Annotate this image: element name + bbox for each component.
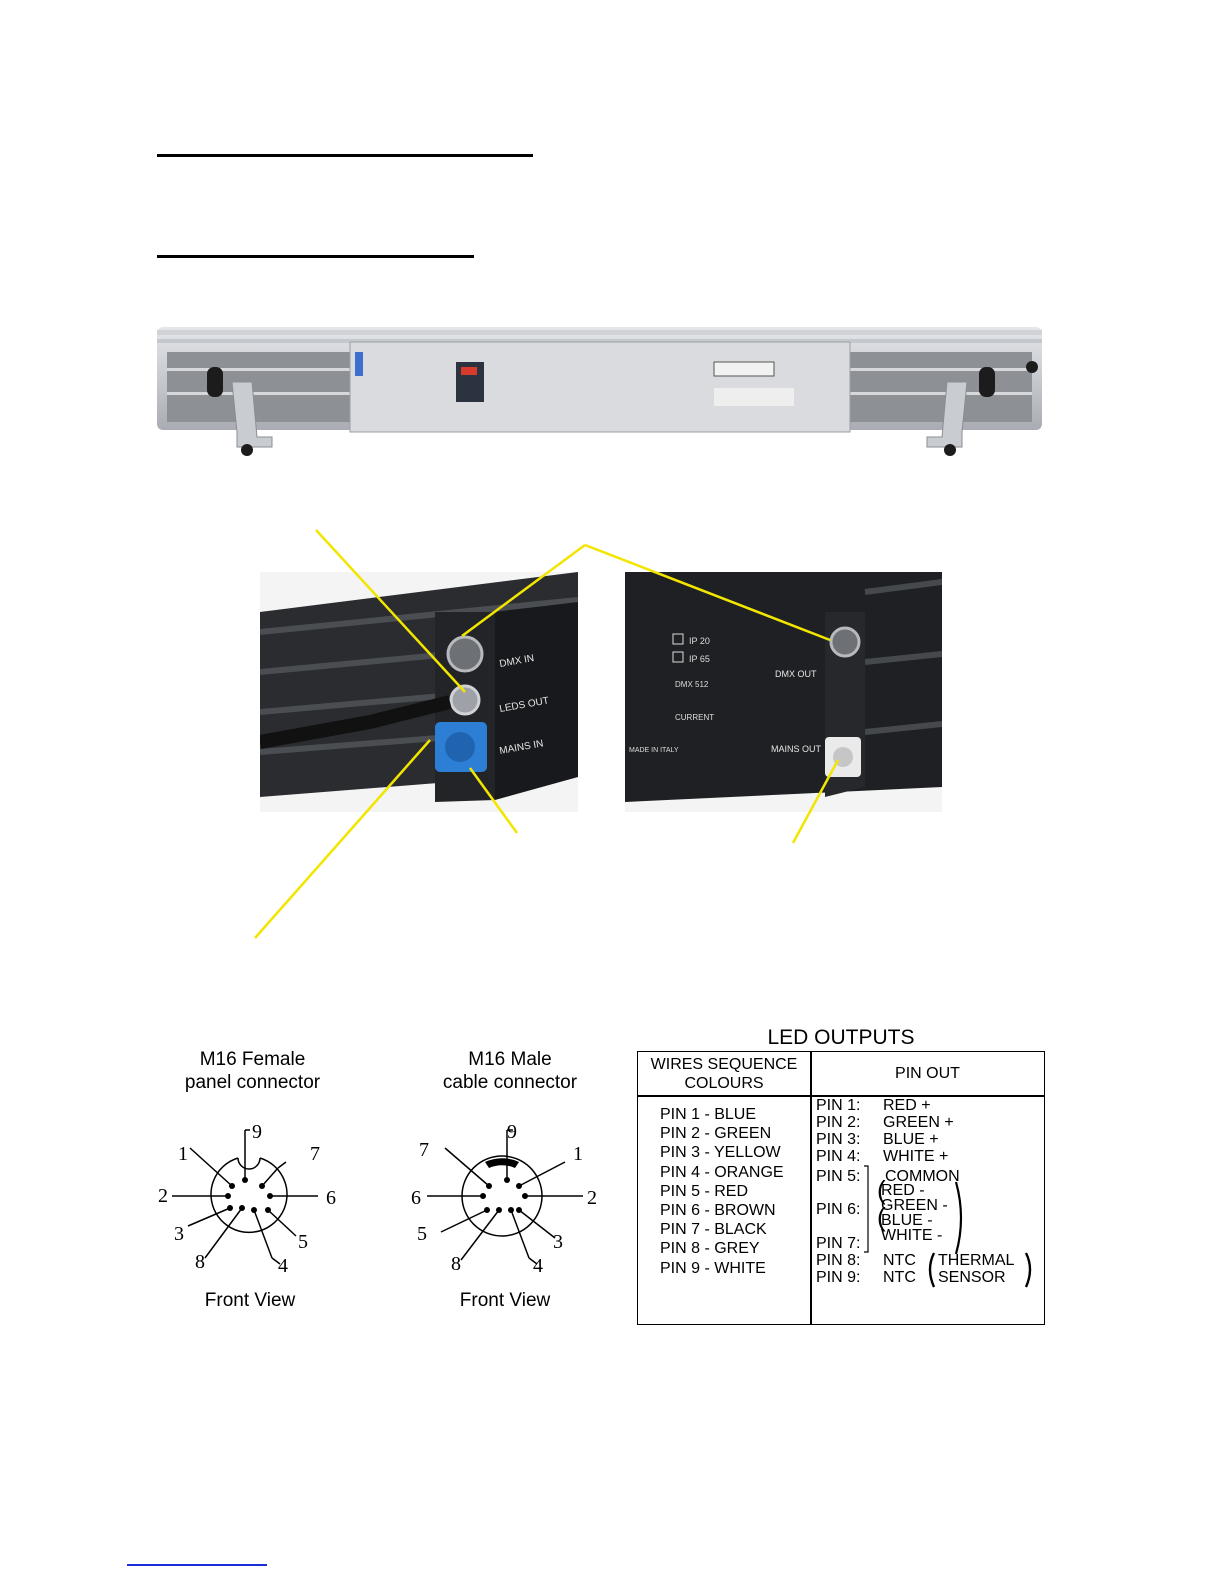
pinout-green-minus: GREEN - [881,1197,948,1214]
female-pin-2: 2 [158,1185,168,1207]
pinout-pin1-value: RED + [883,1097,931,1114]
pinout-pin2-value: GREEN + [883,1114,954,1131]
fixture-rear-photo [157,322,1042,460]
female-pin-7: 7 [310,1143,320,1165]
label-dmx-out: DMX OUT [775,669,817,679]
female-front-view: Front View [204,1290,296,1311]
male-pin-4: 4 [533,1255,543,1277]
header-pin-out: PIN OUT [895,1065,960,1082]
male-pin-1: 1 [573,1143,583,1165]
male-connector-title: M16 Male cable connector [442,1049,578,1093]
female-connector-title: M16 Female panel connector [184,1049,321,1093]
wire-pin-7: PIN 7 - BLACK [660,1221,767,1239]
female-pin-8: 8 [195,1251,205,1273]
label-current: CURRENT [675,713,714,722]
female-connector-diagram: 1 2 3 4 5 6 7 8 9 [158,1121,336,1277]
pinout-thermal: THERMAL [938,1252,1015,1269]
pinout-pin8-value: NTC [883,1252,916,1269]
wire-pin-4: PIN 4 - ORANGE [660,1163,784,1181]
male-pin-8: 8 [451,1253,461,1275]
right-panel-photo: IP 20 IP 65 DMX 512 CURRENT DMX OUT MAIN… [625,572,942,812]
left-panel-photo: DMX IN LEDS OUT MAINS IN [260,572,578,812]
heading-underline-2 [157,255,474,258]
pinout-pin6-label: PIN 6: [816,1201,861,1218]
male-pin-3: 3 [553,1231,563,1253]
pinout-pin1-label: PIN 1: [816,1097,861,1114]
label-ip65: IP 65 [689,654,710,664]
male-pin-6: 6 [411,1187,421,1209]
male-pin-7: 7 [419,1139,429,1161]
minus-bracket-right [954,1181,963,1255]
pinout-pin3-value: BLUE + [883,1131,939,1148]
pinout-pin5-label: PIN 5: [816,1168,861,1185]
wire-pin-6: PIN 6 - BROWN [660,1202,776,1220]
female-pin-3: 3 [174,1223,184,1245]
svg-text:(: ( [877,1202,886,1232]
sensor-brackets [928,1252,1032,1288]
led-outputs-title: LED OUTPUTS [767,1026,915,1049]
label-ip20: IP 20 [689,636,710,646]
svg-text:(: ( [877,1175,886,1205]
male-pin-9: 9 [507,1121,517,1143]
heading-underline-1 [157,154,533,157]
led-outputs-table: WIRES SEQUENCE COLOURS PIN OUT PIN 1 - B… [637,1051,1045,1325]
pinout-blue-minus: BLUE - [881,1212,933,1229]
pinout-pin9-value: NTC [883,1269,916,1286]
male-connector-diagram: 1 2 3 4 5 6 7 8 9 [411,1121,597,1277]
table-header-divider [638,1095,1044,1097]
pinout-red-minus: RED - [881,1182,925,1199]
pinout-pin7-label: PIN 7: [816,1235,861,1252]
pinout-sensor: SENSOR [938,1269,1006,1286]
label-mains-out: MAINS OUT [771,744,822,754]
wire-pin-8: PIN 8 - GREY [660,1240,760,1258]
female-pin-4: 4 [278,1255,288,1277]
pinout-pin5-value: COMMON [885,1168,960,1185]
common-bracket: ( ( [864,1165,886,1253]
female-pin-1: 1 [178,1143,188,1165]
wire-pin-1: PIN 1 - BLUE [660,1106,757,1123]
wire-colour-list: PIN 1 - BLUE PIN 2 - GREEN PIN 3 - YELLO… [660,1105,784,1278]
female-pin-6: 6 [326,1187,336,1209]
wire-pin-5: PIN 5 - RED [660,1182,749,1200]
pinout-pin4-label: PIN 4: [816,1148,861,1165]
male-pin-5: 5 [417,1223,427,1245]
label-dmx512: DMX 512 [675,680,709,689]
pinout-white-minus: WHITE - [881,1227,943,1244]
pinout-pin2-label: PIN 2: [816,1114,861,1131]
label-made-in-italy: MADE IN ITALY [629,747,679,754]
wire-pin-2: PIN 2 - GREEN [660,1125,772,1143]
pinout-pin3-label: PIN 3: [816,1131,861,1148]
callout-lines [254,529,840,939]
header-wires-sequence: WIRES SEQUENCE COLOURS [650,1056,798,1092]
female-pin-9: 9 [252,1121,262,1143]
footer-link-underline[interactable] [127,1564,267,1566]
pinout-pin9-label: PIN 9: [816,1269,861,1286]
table-column-divider [810,1052,812,1324]
pinout-pin4-value: WHITE + [883,1148,949,1165]
wire-pin-3: PIN 3 - YELLOW [660,1144,781,1162]
female-pin-5: 5 [298,1231,308,1253]
pinout-pin8-label: PIN 8: [816,1252,861,1269]
male-pin-2: 2 [587,1187,597,1209]
male-front-view: Front View [459,1290,551,1311]
wire-pin-9: PIN 9 - WHITE [660,1259,766,1277]
